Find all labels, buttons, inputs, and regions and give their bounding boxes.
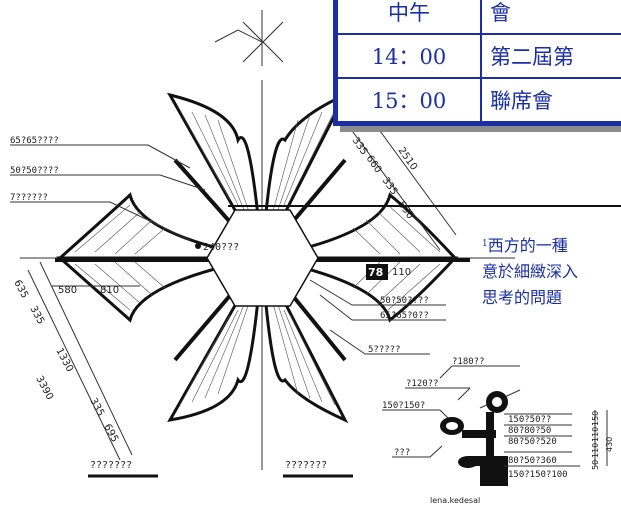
dim-text: 110 (591, 443, 600, 458)
event-cell: 聯席會 (480, 77, 621, 123)
detail-right-label: 150?50?? (508, 415, 551, 425)
time-cell: 15：00 (336, 77, 482, 123)
table-row: 中午 會 (336, 0, 621, 35)
schedule-table: 中午 會 14：00 第二屆第 15：00 聯席會 (333, 0, 621, 126)
right-label: 65?65?0?? (380, 311, 429, 321)
time-cell: 中午 (336, 0, 482, 35)
detail-caption: lena.kedesal (430, 496, 480, 505)
footnote-line: 思考的問題 (482, 288, 563, 307)
event-cell: 第二屆第 (480, 33, 621, 79)
time-cell: 14：00 (336, 33, 482, 79)
center-label: 240??? (203, 242, 239, 253)
dim-text: 660 (364, 153, 384, 175)
left-label: 50?50???? (10, 166, 59, 176)
dim-text: 580 (58, 285, 77, 296)
dim-text: 335 (87, 396, 106, 418)
dim-text: 110 (591, 427, 600, 442)
dim-text: 2510 (396, 145, 420, 172)
detail-right-label: 80?50?520 (508, 437, 557, 447)
dim-text: 3390 (33, 374, 55, 402)
event-cell: 會 (480, 0, 621, 35)
footnote-line: 1西方的一種 (482, 236, 568, 255)
detail-right-label: 80?50?360 (508, 456, 557, 466)
footnote-marker: 1 (482, 239, 488, 249)
bottom-caption: ??????? (90, 460, 132, 471)
marker-label: 78 (368, 266, 383, 279)
center-hexagon (206, 209, 319, 307)
bottom-caption: ??????? (285, 460, 327, 471)
detail-right-label: 80?80?50 (508, 426, 551, 436)
right-label: 5????? (368, 345, 401, 355)
dim-text: 50 (591, 460, 600, 470)
footnote-line: 意於細緻深入 (482, 262, 579, 281)
dim-text: 110 (392, 267, 411, 278)
dim-text: 335 (27, 304, 46, 326)
dim-text: 335 (380, 175, 400, 197)
left-label: 65?65???? (10, 136, 59, 146)
dim-text: 635 (11, 278, 30, 300)
detail-label: ?120?? (406, 379, 439, 389)
table-row: 15：00 聯席會 (336, 77, 621, 123)
table-row: 14：00 第二屆第 (336, 33, 621, 79)
footnote: 1西方的一種 意於細緻深入 思考的問題 (482, 233, 578, 311)
north-arrow-icon (214, 10, 284, 66)
right-label: 50?50???? (380, 296, 429, 306)
detail-label: ??? (394, 448, 410, 458)
left-label: 7?????? (10, 193, 48, 203)
footnote-rule (228, 205, 621, 207)
dim-text: 150 (591, 411, 600, 426)
dim-text: 430 (605, 437, 614, 452)
detail-label: 150?150? (382, 401, 425, 411)
dim-text: 810 (100, 285, 119, 296)
dim-text: 335 (350, 135, 370, 157)
detail-label: ?180?? (452, 357, 485, 367)
dim-text: 695 (101, 422, 120, 444)
dim-text: 590 (396, 199, 416, 221)
detail-right-label: 150?150?100 (508, 470, 568, 480)
detail-drawing: ?180?? ?120?? 150?150? ??? 150?50?? 80?8… (382, 357, 614, 505)
